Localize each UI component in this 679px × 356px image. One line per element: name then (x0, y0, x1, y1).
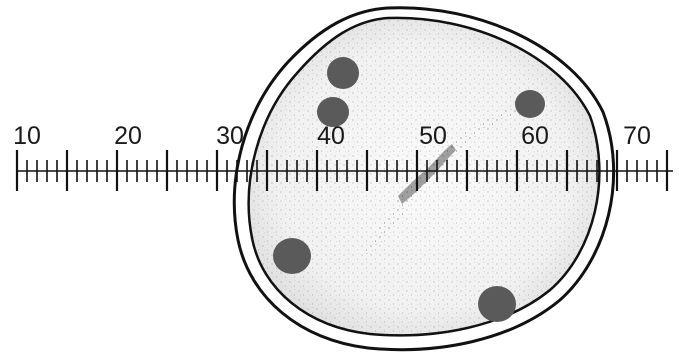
ruler-label-10: 10 (13, 122, 41, 150)
organelle-lower-left (273, 238, 311, 274)
ruler-label-40: 40 (317, 122, 345, 150)
ruler-label-20: 20 (114, 122, 142, 150)
organelle-upper-right (515, 90, 545, 118)
organelle-lower-right (478, 286, 516, 322)
ruler-label-50: 50 (419, 122, 447, 150)
ruler-label-70: 70 (623, 122, 651, 150)
ruler-label-30: 30 (216, 122, 244, 150)
organelle-top-left (327, 57, 359, 89)
ruler-label-60: 60 (521, 122, 549, 150)
